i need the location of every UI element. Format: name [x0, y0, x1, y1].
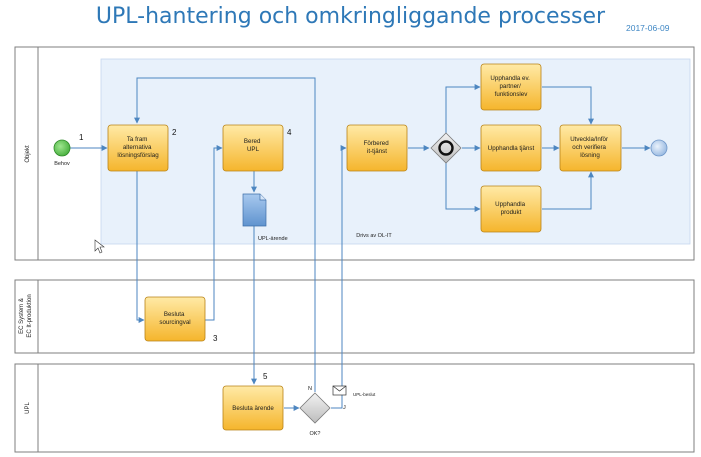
lane-label-ec-2: EC It-produktion [27, 294, 33, 337]
task-arende-line1: Besluta ärende [232, 405, 274, 412]
flow-gateway-yes [331, 145, 347, 409]
decision-gateway-ok[interactable] [299, 392, 331, 424]
task-upphandla-partner[interactable]: Upphandla ev. partner/ funktionslev [480, 63, 542, 111]
svg-text:Ta fram alternativa: Ta fram alternativa lösningsförslag [117, 136, 159, 159]
step-number-1: 1 [79, 133, 84, 142]
lane-upl: UPL [14, 363, 695, 453]
task-utveckla-line1: Utveckla/Inför [570, 136, 608, 143]
svg-text:Förbered it-tjänst: Förbered it-tjänst [364, 140, 391, 155]
event-gateway[interactable] [430, 132, 462, 164]
svg-text:Besluta sourcingval: Besluta sourcingval [159, 311, 190, 326]
task-besluta-arende[interactable]: Besluta ärende [222, 385, 284, 431]
svg-text:Besluta ärende: Besluta ärende [232, 405, 274, 412]
flow-besluta-sourcing-to-bered [205, 145, 223, 321]
gateway-no-label: N [308, 386, 312, 392]
start-event[interactable] [53, 139, 71, 157]
start-event-label: Behov [54, 161, 70, 167]
task-bered-line2: UPL [247, 146, 260, 153]
task-upphandla-tjanst[interactable]: Upphandla tjänst [480, 124, 542, 172]
task-forbered[interactable]: Förbered it-tjänst [346, 124, 408, 172]
document-upl-arende[interactable] [242, 193, 267, 227]
group-label: Drivs av OL-IT [356, 233, 392, 239]
task-sourcing-line2: sourcingval [159, 319, 190, 326]
message-label: UPL-beslut [353, 392, 376, 397]
task-ta-fram-line3: lösningsförslag [117, 152, 159, 159]
svg-text:Utveckla/Inför och verif: Utveckla/Inför och verifiera lösning [570, 136, 610, 159]
task-forbered-line1: Förbered [364, 140, 390, 147]
mouse-cursor-icon [94, 239, 105, 254]
diagram-date: 2017-06-09 [626, 23, 670, 33]
step-number-4: 4 [287, 128, 292, 137]
task-produkt-line2: produkt [501, 209, 522, 216]
svg-text:Upphandla produkt: Upphandla produkt [495, 201, 527, 216]
sequence-flows [70, 77, 651, 411]
gateway-label: OK? [309, 431, 320, 437]
flow-gateway-to-partner [445, 84, 481, 133]
task-upphandla-produkt[interactable]: Upphandla produkt [480, 185, 542, 233]
lane-label-upl: UPL [25, 402, 31, 414]
task-utveckla-line2: och verifiera [572, 144, 606, 151]
task-sourcing-line1: Besluta [164, 311, 185, 318]
task-partner-line2: partner/ [499, 83, 521, 90]
svg-text:Upphandla tjänst: Upphandla tjänst [488, 145, 535, 152]
task-utveckla-line3: lösning [580, 152, 600, 159]
message-envelope-icon[interactable] [332, 385, 347, 396]
flow-ta-fram-to-besluta-sourcing [136, 171, 145, 323]
lane-label-objekt: Objekt [25, 145, 31, 163]
lane-ec: EC System & EC It-produktion [14, 279, 695, 354]
task-tjanst-line1: Upphandla tjänst [488, 145, 535, 152]
task-produkt-line1: Upphandla [495, 201, 525, 208]
gateway-yes-label: J [343, 405, 346, 411]
task-forbered-line2: it-tjänst [367, 148, 387, 155]
task-ta-fram[interactable]: Ta fram alternativa lösningsförslag [107, 124, 169, 172]
step-number-2: 2 [172, 128, 177, 137]
task-bered-line1: Bered [244, 138, 261, 145]
task-besluta-sourcing[interactable]: Besluta sourcingval [144, 296, 206, 342]
task-ta-fram-line1: Ta fram [127, 136, 148, 143]
task-partner-line3: funktionslev [495, 91, 529, 98]
step-number-3: 3 [213, 334, 218, 343]
document-label: UPL-ärende [258, 236, 288, 242]
svg-text:Upphandla ev. partner/: Upphandla ev. partner/ funktionslev [490, 75, 531, 98]
diagram-title: UPL-hantering och omkringliggande proces… [95, 4, 606, 29]
flow-produkt-to-utveckla [542, 171, 594, 210]
task-utveckla[interactable]: Utveckla/Inför och verifiera lösning [559, 124, 622, 172]
flow-partner-to-utveckla [542, 86, 594, 125]
svg-text:Bered UPL: Bered UPL [244, 138, 262, 153]
flow-gateway-to-produkt [445, 163, 481, 212]
flow-gateway-no-loop [134, 77, 316, 392]
step-number-5: 5 [263, 372, 268, 381]
task-bered-upl[interactable]: Bered UPL [222, 124, 284, 172]
lane-label-ec-1: EC System & [19, 298, 25, 334]
end-event[interactable] [650, 139, 668, 157]
task-ta-fram-line2: alternativa [123, 144, 152, 151]
task-partner-line1: Upphandla ev. [490, 75, 530, 82]
